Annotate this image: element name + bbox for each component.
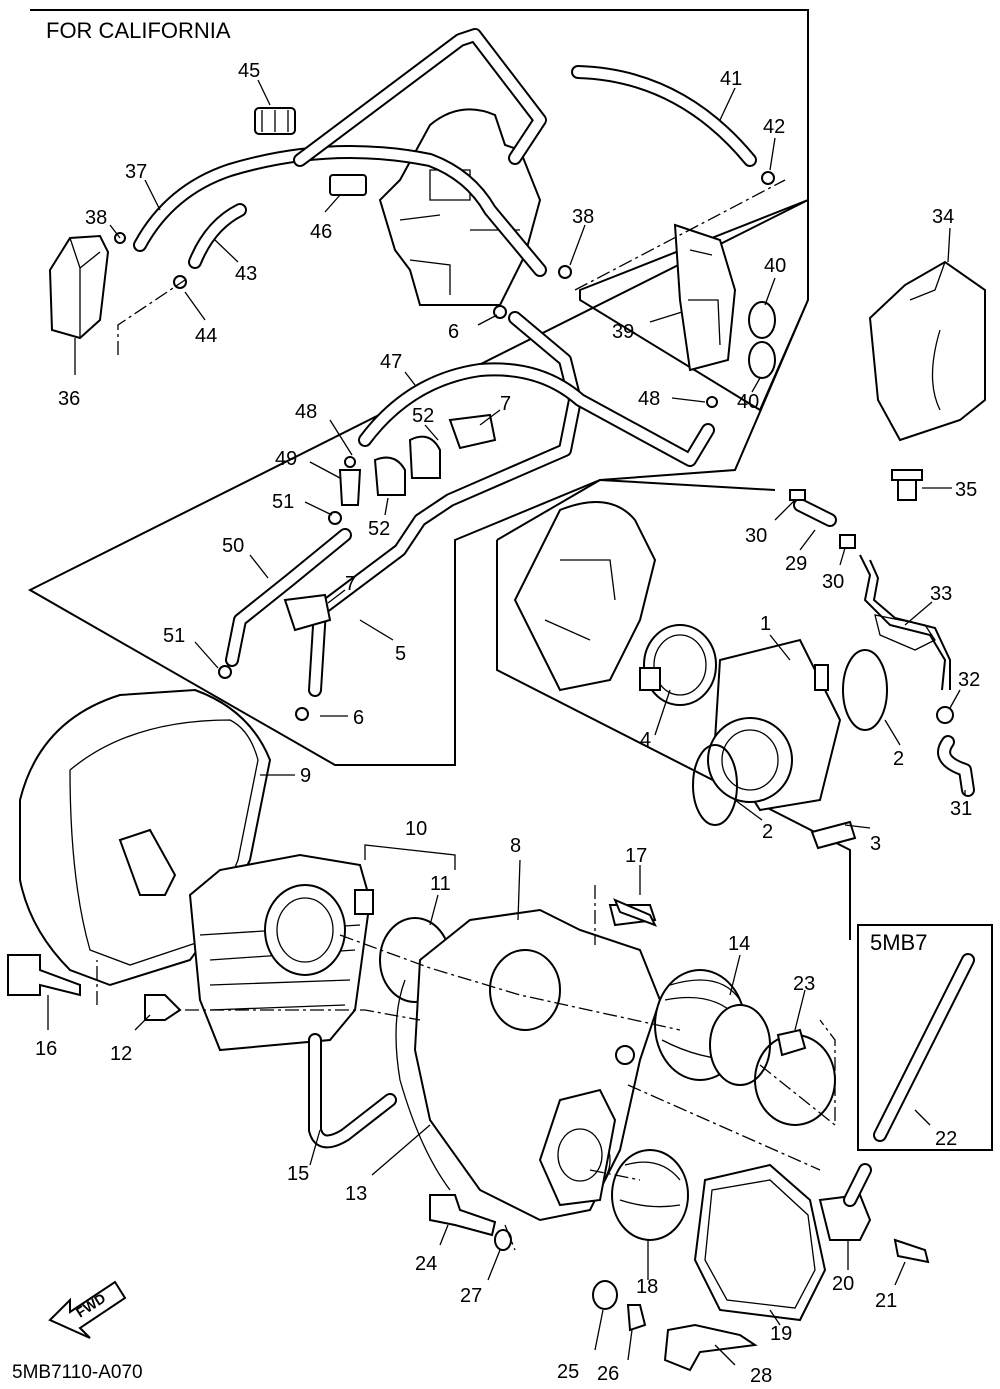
callout-5: 5 [395, 643, 406, 665]
callout-35: 35 [955, 479, 977, 501]
callout-42: 42 [763, 116, 785, 138]
callout-11: 11 [430, 873, 451, 895]
callout-1: 1 [760, 613, 771, 635]
callout-8: 8 [510, 835, 521, 857]
callout-3: 3 [870, 833, 881, 855]
callout-48: 48 [638, 388, 660, 410]
leader-lines-upper [117, 179, 786, 355]
clamps-upper [114, 107, 775, 721]
callout-47: 47 [380, 351, 402, 373]
callout-52: 52 [368, 518, 390, 540]
solenoid-valve [48, 234, 110, 340]
callout-21: 21 [875, 1290, 897, 1312]
callout-24: 24 [415, 1253, 437, 1275]
callout-19: 19 [770, 1323, 792, 1345]
callout-2: 2 [893, 748, 904, 770]
callout-48: 48 [295, 401, 317, 423]
bracket-39 [673, 223, 776, 379]
callout-33: 33 [930, 583, 952, 605]
callout-27: 27 [460, 1285, 482, 1307]
callout-6: 6 [353, 707, 364, 729]
callout-9: 9 [300, 765, 311, 787]
callout-30: 30 [822, 571, 844, 593]
callout-44: 44 [195, 325, 217, 347]
callout-40: 40 [764, 255, 786, 277]
callout-52: 52 [412, 405, 434, 427]
callout-7: 7 [500, 393, 511, 415]
callout-18: 18 [636, 1276, 658, 1298]
hose-22 [873, 953, 975, 1142]
callout-36: 36 [58, 388, 80, 410]
fitting-20 [818, 1163, 930, 1264]
callout-32: 32 [958, 669, 980, 691]
callout-17: 17 [625, 845, 647, 867]
callout-50: 50 [222, 535, 244, 557]
callout-51: 51 [163, 625, 185, 647]
callout-7: 7 [345, 573, 356, 595]
callout-38: 38 [85, 207, 107, 229]
california-hoses [133, 28, 757, 697]
callout-6: 6 [448, 321, 459, 343]
callout-45: 45 [238, 60, 260, 82]
hose-assembly-right [789, 489, 975, 797]
callout-26: 26 [597, 1363, 619, 1385]
callout-41: 41 [720, 68, 742, 90]
callout-37: 37 [125, 161, 147, 183]
variant-box-title: 5MB7 [870, 930, 927, 955]
callouts: 1 2 2 3 4 5 6 6 7 7 8 9 10 11 12 13 14 1… [35, 60, 980, 1387]
callout-46: 46 [310, 221, 332, 243]
callout-23: 23 [793, 973, 815, 995]
small-parts-lower [429, 898, 758, 1372]
callout-38: 38 [572, 206, 594, 228]
callout-2: 2 [762, 821, 773, 843]
callout-20: 20 [832, 1273, 854, 1295]
joint-14-clamp-23 [654, 969, 836, 1126]
throttle-body-lower [496, 478, 888, 940]
california-frame [27, 9, 809, 766]
callout-31: 31 [950, 798, 972, 820]
callout-29: 29 [785, 553, 807, 575]
variant-box-frame [857, 924, 993, 1151]
callout-49: 49 [275, 448, 297, 470]
callout-13: 13 [345, 1183, 367, 1205]
joint-18-cover-19 [611, 1149, 827, 1322]
callout-14: 14 [728, 933, 750, 955]
leader-lines-lower [96, 885, 836, 1251]
throttle-body-upper [378, 108, 542, 306]
callout-39: 39 [612, 321, 634, 343]
callout-25: 25 [557, 1361, 579, 1383]
diagram-code: 5MB7110-A070 [12, 1362, 143, 1383]
callout-12: 12 [110, 1043, 132, 1065]
callout-16: 16 [35, 1038, 57, 1060]
callout-15: 15 [287, 1163, 309, 1185]
callout-4: 4 [640, 729, 651, 751]
callout-40: 40 [737, 391, 759, 413]
callout-51: 51 [272, 491, 294, 513]
callout-34: 34 [932, 206, 954, 228]
callout-43: 43 [235, 263, 257, 285]
callout-10: 10 [405, 818, 427, 840]
callout-28: 28 [750, 1365, 772, 1387]
california-box-title: FOR CALIFORNIA [46, 18, 231, 43]
air-filter-lower [7, 688, 451, 1149]
callout-22: 22 [935, 1128, 957, 1150]
fwd-arrow-icon: FWD [48, 1280, 127, 1339]
airbox-main [395, 904, 662, 1222]
callout-30: 30 [745, 525, 767, 547]
cover-34 [868, 260, 986, 501]
